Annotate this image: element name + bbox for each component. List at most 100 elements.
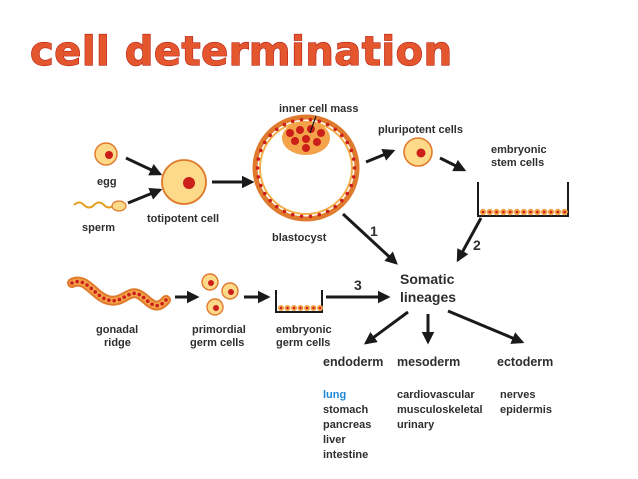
- trophoblast-nucleus: [258, 183, 263, 188]
- trophoblast-nucleus: [325, 209, 330, 214]
- gonadal-ridge: [67, 276, 171, 311]
- trophoblast-nucleus: [349, 148, 354, 153]
- germ-layer-mesoderm: mesoderm: [397, 355, 460, 369]
- eg-cell-nucleus: [279, 306, 283, 310]
- pluripotent-cell: [403, 137, 433, 167]
- trophoblast-nucleus: [262, 140, 267, 145]
- trophoblast-nucleus: [308, 117, 313, 122]
- es-cell-nucleus: [508, 210, 512, 214]
- sperm-cell: [73, 200, 127, 212]
- route-1-label: 1: [370, 223, 378, 239]
- primordial-germ-cells: [201, 273, 239, 316]
- es-cell-nucleus: [488, 210, 492, 214]
- arrow-route-1: [341, 212, 398, 265]
- somatic-label-1: Somatic: [400, 271, 455, 287]
- gonadal-cell-nucleus: [97, 293, 102, 298]
- trophoblast-nucleus: [256, 157, 261, 161]
- trophoblast-nucleus: [255, 166, 260, 170]
- gonadal-cell-nucleus: [155, 303, 159, 308]
- eg-cell-nucleus: [312, 306, 315, 310]
- tissue-cardiovascular: cardiovascular: [397, 389, 475, 401]
- germ-layer-ectoderm: ectoderm: [497, 355, 553, 369]
- gonadal-cell-nucleus: [93, 290, 98, 294]
- tissue-nerves: nerves: [500, 389, 535, 401]
- gonadal-cell-nucleus: [145, 299, 150, 303]
- arrow-egg-to-totipotent: [125, 156, 163, 176]
- eg-cells-label-2: germ cells: [276, 337, 330, 349]
- trophoblast-nucleus: [299, 117, 304, 122]
- trophoblast-nucleus: [262, 191, 267, 196]
- eg-cells-label-1: embryonic: [276, 324, 332, 336]
- tissue-epidermis: epidermis: [500, 404, 552, 416]
- gonadal-cell-nucleus: [137, 292, 142, 297]
- trophoblast-nucleus: [352, 166, 357, 170]
- gonadal-cell-nucleus: [89, 286, 94, 291]
- gonadal-cell-nucleus: [102, 296, 106, 301]
- route-3-label: 3: [354, 277, 362, 293]
- arrow-blastocyst-to-pluripotent: [365, 148, 396, 164]
- es-cell-nucleus: [529, 210, 532, 214]
- trophoblast-nucleus: [333, 127, 338, 132]
- trophoblast-nucleus: [274, 204, 279, 209]
- tissue-liver: liver: [323, 434, 346, 446]
- inner-cell-mass: [282, 121, 330, 155]
- es-cell-nucleus: [542, 210, 546, 214]
- sperm-label: sperm: [82, 222, 115, 234]
- blastocyst-label: blastocyst: [272, 232, 327, 244]
- trophoblast-nucleus: [256, 175, 261, 179]
- trophoblast-nucleus: [325, 122, 330, 127]
- tissue-stomach: stomach: [323, 404, 369, 416]
- es-cell-nucleus: [563, 210, 566, 214]
- trophoblast-nucleus: [282, 122, 287, 127]
- gonadal-cell-nucleus: [127, 292, 131, 297]
- gonadal-cell-nucleus: [150, 302, 154, 307]
- eg-cell-nucleus: [299, 306, 302, 310]
- es-cells-label-1: embryonic: [491, 144, 547, 156]
- es-cell-nucleus: [502, 210, 505, 214]
- trophoblast-nucleus: [317, 212, 322, 217]
- gonadal-cell-nucleus: [132, 291, 136, 296]
- gonadal-cell-nucleus: [70, 281, 74, 285]
- egg-label: egg: [97, 176, 117, 188]
- trophoblast-nucleus: [274, 127, 279, 132]
- trophoblast-nucleus: [268, 198, 272, 203]
- gonadal-cell-nucleus: [160, 301, 164, 306]
- totipotent-label: totipotent cell: [147, 213, 219, 225]
- arrow-sperm-to-totipotent: [127, 187, 163, 205]
- gonadal-cell-nucleus: [80, 280, 85, 285]
- tissue-musculoskeletal: musculoskeletal: [397, 404, 483, 416]
- es-cell-nucleus: [495, 210, 498, 214]
- es-cell-nucleus: [549, 210, 553, 214]
- trophoblast-nucleus: [308, 214, 313, 219]
- germ-layer-endoderm: endoderm: [323, 355, 383, 369]
- trophoblast-nucleus: [351, 157, 356, 161]
- trophoblast-nucleus: [349, 183, 354, 188]
- route-2-label: 2: [473, 237, 481, 253]
- es-cell-nucleus: [556, 210, 560, 214]
- es-cell-nucleus: [536, 210, 539, 214]
- gonadal-cell-nucleus: [117, 297, 122, 302]
- trophoblast-nucleus: [258, 148, 263, 153]
- trophoblast-nucleus: [290, 212, 295, 217]
- arrow-pluripotent-to-es: [439, 156, 467, 172]
- es-cell-nucleus: [515, 210, 519, 214]
- trophoblast-nucleus: [351, 175, 356, 179]
- arrow-to-endoderm: [363, 310, 409, 345]
- eg-cell-nucleus: [305, 306, 309, 310]
- primordial-label-2: germ cells: [190, 337, 244, 349]
- es-cell-nucleus: [522, 210, 526, 214]
- somatic-label-2: lineages: [400, 289, 456, 305]
- inner-cell-mass-label: inner cell mass: [279, 103, 359, 115]
- gonadal-cell-nucleus: [164, 298, 168, 302]
- trophoblast-nucleus: [282, 209, 287, 214]
- gonadal-cell-nucleus: [75, 279, 79, 284]
- trophoblast-nucleus: [268, 133, 272, 138]
- arrow-route-2: [456, 217, 483, 263]
- eg-cell-nucleus: [292, 306, 296, 310]
- gonadal-label-2: ridge: [104, 337, 131, 349]
- totipotent-cell: [161, 159, 207, 205]
- eg-cell-nucleus: [286, 306, 289, 310]
- embryonic-stem-cell-dish: [477, 182, 569, 217]
- trophoblast-nucleus: [299, 214, 304, 219]
